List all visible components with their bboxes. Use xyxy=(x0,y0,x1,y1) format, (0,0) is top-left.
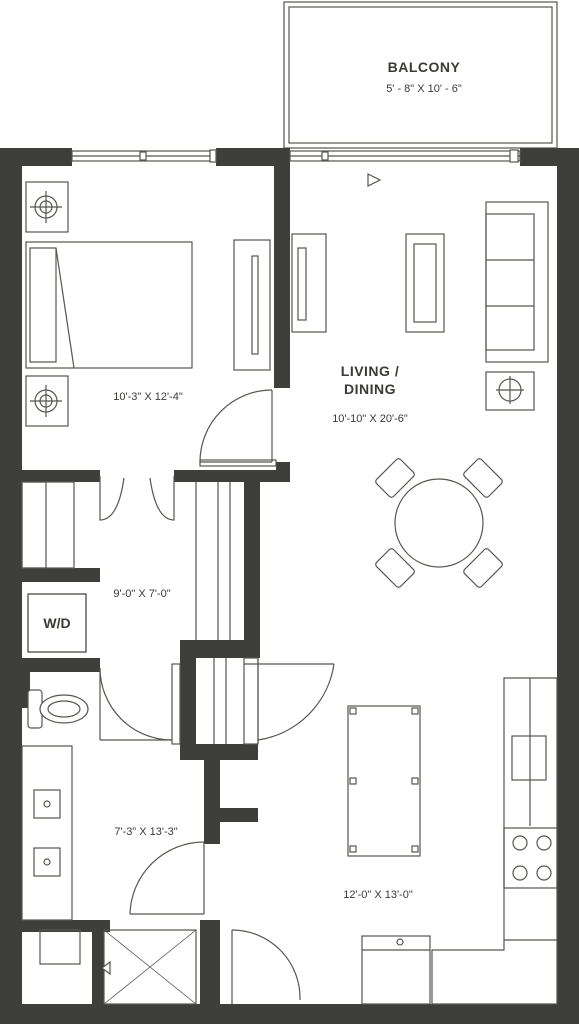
windows xyxy=(71,149,521,163)
laundry-label: W/D xyxy=(43,615,70,631)
toilet-icon xyxy=(27,689,89,729)
living-label-line1: LIVING / xyxy=(341,363,399,379)
dining-table xyxy=(375,458,503,588)
walls xyxy=(0,148,579,1024)
balcony-dimensions: 5' - 8" X 10' - 6" xyxy=(386,83,462,95)
entry-arrow-icon xyxy=(367,173,382,187)
balcony-label: BALCONY xyxy=(388,59,461,75)
partitions xyxy=(21,201,558,1005)
closet-dimensions: 9'-0" X 7'-0" xyxy=(113,588,170,600)
stove-icon xyxy=(512,835,552,881)
bathroom-dimensions: 7'-3" X 13'-3" xyxy=(114,826,177,838)
bedroom-dimensions: 10'-3" X 12'-4" xyxy=(113,391,183,403)
living-label-line2: DINING xyxy=(344,381,396,397)
sink-icons xyxy=(33,789,404,946)
lamp-icons xyxy=(25,181,524,427)
balcony xyxy=(283,1,558,149)
living-dimensions: 10'-10" X 20'-6" xyxy=(332,413,408,425)
kitchen-dimensions: 12'-0" X 13'-0" xyxy=(343,889,413,901)
island-stools xyxy=(349,707,419,853)
